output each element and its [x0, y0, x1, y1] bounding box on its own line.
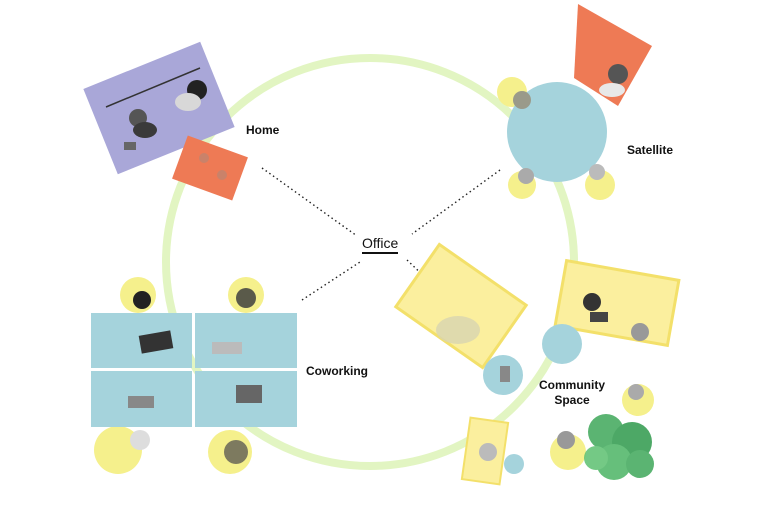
- community-person-4: [479, 443, 497, 461]
- coworking-illustration: [91, 277, 297, 474]
- home-child-2: [217, 170, 227, 180]
- satellite-illustration: [497, 4, 652, 200]
- connector-community: [406, 259, 429, 281]
- cowork-laptop-2: [212, 342, 242, 354]
- cowork-laptop-3: [128, 396, 154, 408]
- cowork-person-3: [130, 430, 150, 450]
- satellite-round-table: [507, 82, 607, 182]
- community-sofa-1-people: [436, 316, 480, 344]
- community-plants: [584, 414, 654, 480]
- home-laptop: [124, 142, 136, 150]
- home-child-1: [199, 153, 209, 163]
- node-label-coworking: Coworking: [306, 364, 368, 378]
- cowork-laptop-1: [138, 330, 174, 354]
- node-label-community-space: Community Space: [539, 378, 605, 407]
- node-label-home: Home: [246, 123, 280, 137]
- community-illustration: [393, 242, 681, 486]
- home-play-mat: [172, 135, 248, 201]
- home-person-1-body: [175, 93, 201, 111]
- community-person-5: [557, 431, 575, 449]
- home-illustration: [83, 41, 248, 201]
- connector-home: [261, 167, 358, 237]
- community-person-1: [583, 293, 601, 311]
- satellite-portrait: [608, 64, 628, 84]
- office-label-text: Office: [362, 235, 399, 251]
- satellite-rug: [574, 4, 652, 106]
- cowork-laptop-4: [236, 385, 262, 403]
- cowork-person-4: [224, 440, 248, 464]
- office-underline: [362, 252, 399, 254]
- community-sofa-2: [553, 258, 681, 348]
- node-label-satellite: Satellite: [627, 143, 674, 157]
- cowork-desk-2: [195, 313, 297, 368]
- community-laptop-1: [590, 312, 608, 322]
- satellite-portrait-body: [599, 83, 625, 97]
- home-person-2-body: [133, 122, 157, 138]
- connector-lines: [261, 167, 501, 301]
- cowork-person-2: [236, 288, 256, 308]
- community-teal-3: [504, 454, 524, 474]
- office-label: Office: [362, 235, 399, 254]
- satellite-person-1: [513, 91, 531, 109]
- community-person-3: [628, 384, 644, 400]
- home-desk-edge: [105, 67, 201, 108]
- cowork-person-1: [133, 291, 151, 309]
- community-teal-1: [542, 324, 582, 364]
- community-device: [500, 366, 510, 382]
- connector-coworking: [301, 261, 361, 301]
- cowork-yellow-3: [94, 426, 142, 474]
- connector-satellite: [411, 169, 501, 235]
- satellite-person-2: [518, 168, 534, 184]
- community-person-2: [631, 323, 649, 341]
- satellite-person-3: [589, 164, 605, 180]
- community-sofa-1: [393, 242, 529, 370]
